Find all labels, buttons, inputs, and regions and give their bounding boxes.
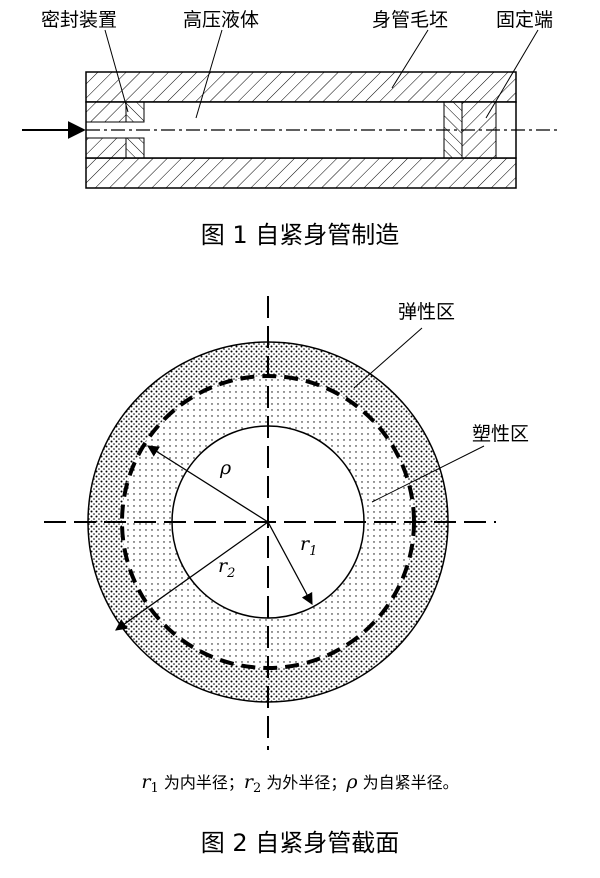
tube-wall-bottom [85,157,517,189]
rho-arrow [147,445,269,523]
figure-2-caption: 图 2 自紧身管截面 [201,829,400,857]
tube-wall-top [85,71,517,103]
label-elastic-zone: 弹性区 [398,301,455,323]
label-seal-device: 密封装置 [41,9,117,31]
label-fixed-end: 固定端 [496,9,553,31]
r2-arrow [115,521,269,631]
r1-arrow [267,521,313,606]
r1-symbol: r1 [300,533,317,559]
label-plastic-zone: 塑性区 [472,423,529,445]
rho-symbol: ρ [219,457,232,479]
figure-2: ρ r1 r2 弹性区 塑性区 r1 为内半径；r2 为外半径；ρ 为自紧半径。… [44,296,529,857]
seal-device [85,101,145,159]
figure-1-caption: 图 1 自紧身管制造 [201,221,400,249]
label-tube-blank: 身管毛坯 [372,9,448,31]
label-high-pressure-fluid: 高压液体 [183,9,259,31]
figure-1: 密封装置 高压液体 身管毛坯 固定端 图 1 自紧身管制造 [22,9,560,249]
r2-symbol: r2 [218,555,235,581]
figure-2-note: r1 为内半径；r2 为外半径；ρ 为自紧半径。 [141,771,458,796]
